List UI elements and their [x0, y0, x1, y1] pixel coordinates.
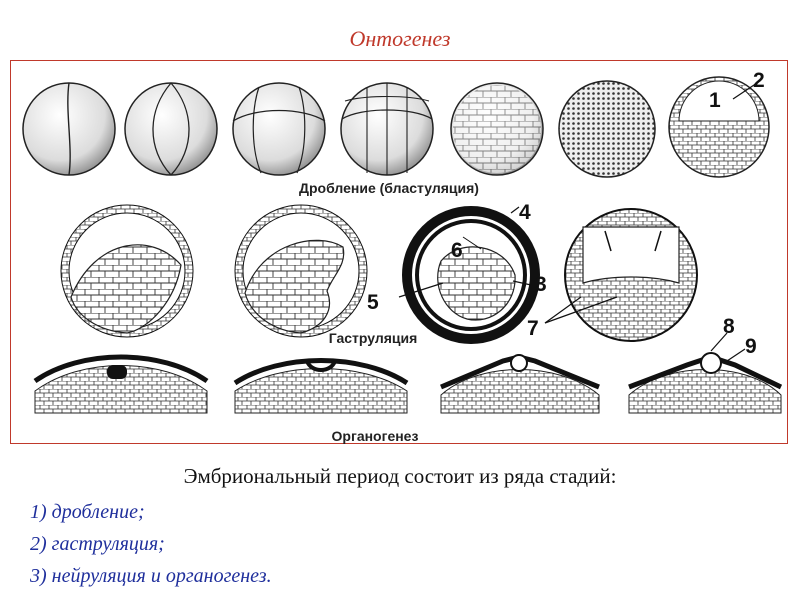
stage-item-organogenesis: 3) нейруляция и органогенез. — [30, 565, 272, 587]
label-5: 5 — [367, 291, 379, 314]
intro-text: Эмбриональный период состоит из ряда ста… — [183, 464, 617, 488]
label-7: 7 — [527, 317, 539, 340]
label-6: 6 — [451, 239, 463, 262]
organogenesis-stage-4 — [628, 332, 783, 414]
stage-list: 1) дробление; 2) гаструляция; 3) нейруля… — [30, 496, 272, 592]
page-title: Онтогенез — [349, 26, 451, 51]
label-4: 4 — [519, 201, 531, 224]
ontogenesis-figure: 1 2 Дробление (бластуляция) — [10, 60, 788, 444]
cleavage-stage-blastula-section — [668, 76, 770, 178]
label-3: 3 — [535, 273, 547, 296]
organogenesis-stage-2 — [233, 358, 409, 414]
cleavage-stage-blastula — [558, 80, 656, 178]
label-2: 2 — [753, 69, 765, 92]
caption-cleavage: Дробление (бластуляция) — [299, 180, 479, 196]
label-1: 1 — [709, 89, 721, 112]
gastrula-invagination — [234, 204, 368, 338]
organogenesis-stage-1 — [33, 354, 209, 414]
gastrula-early — [60, 204, 194, 338]
cleavage-stage-8cells — [232, 82, 326, 176]
cleavage-stage-2cells — [22, 82, 116, 176]
caption-organogenesis: Органогенез — [332, 428, 419, 444]
stage-item-cleavage: 1) дробление; — [30, 501, 145, 523]
cleavage-stage-morula — [450, 82, 544, 176]
organogenesis-stage-3 — [440, 354, 600, 414]
gastrula-late — [564, 208, 698, 342]
caption-gastrulation: Гаструляция — [329, 330, 418, 346]
label-9: 9 — [745, 335, 757, 358]
cleavage-stage-16cells — [340, 82, 434, 176]
cleavage-stage-4cells — [124, 82, 218, 176]
stage-item-gastrulation: 2) гаструляция; — [30, 533, 165, 555]
ontogenesis-illustration: 1 2 Дробление (бластуляция) — [22, 69, 783, 444]
gastrula-blastopore — [402, 206, 540, 344]
label-8: 8 — [723, 315, 735, 338]
